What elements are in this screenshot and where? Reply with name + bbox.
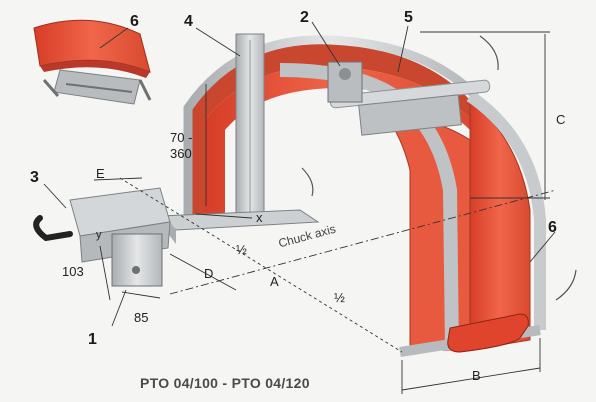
- letter-e: E: [96, 166, 105, 181]
- dim-103: 103: [62, 264, 84, 279]
- height-range-top: 70 -: [170, 130, 192, 145]
- rotation-arrows: [301, 35, 577, 301]
- letter-c: C: [556, 112, 565, 127]
- callout-2: 2: [300, 9, 309, 26]
- half-left: ½: [236, 242, 247, 257]
- model-caption: PTO 04/100 - PTO 04/120: [140, 375, 310, 391]
- callout-6-inset: 6: [130, 13, 139, 30]
- callout-6-right: 6: [548, 219, 557, 236]
- callout-4: 4: [184, 13, 193, 30]
- dim-85: 85: [134, 310, 148, 325]
- callout-3: 3: [30, 169, 39, 186]
- base-unit: [33, 187, 171, 287]
- inset-heater-element: [33, 19, 152, 105]
- letter-a: A: [270, 274, 279, 289]
- half-right: ½: [334, 290, 345, 305]
- red-handle: [447, 313, 529, 353]
- chuck-axis-label: Chuck axis: [277, 222, 337, 251]
- arch-heater: [183, 35, 546, 357]
- callout-5: 5: [404, 9, 413, 26]
- letter-b: B: [472, 368, 481, 383]
- y-label: y: [96, 229, 102, 241]
- vertical-column: [150, 33, 320, 244]
- height-range-bottom: 360: [170, 146, 192, 161]
- x-label: x: [256, 210, 263, 225]
- callout-1: 1: [88, 331, 97, 348]
- dimension-lines: [43, 21, 557, 394]
- letter-d: D: [204, 266, 213, 281]
